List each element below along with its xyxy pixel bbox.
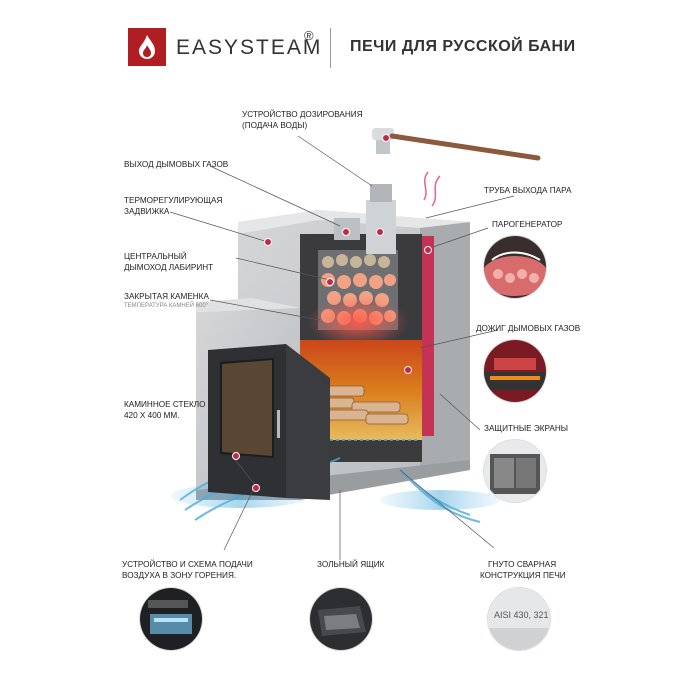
thumb-ash-box — [310, 588, 372, 650]
label-smoke-exit: ВЫХОД ДЫМОВЫХ ГАЗОВ — [124, 160, 229, 169]
label-fireplace-glass-size: 420 Х 400 ММ. — [124, 411, 180, 420]
marker-dots — [232, 134, 432, 492]
flame-logo-icon — [139, 35, 155, 59]
label-thermo-damper-sub: ЗАДВИЖКА — [124, 207, 170, 216]
label-air-supply: УСТРОЙСТВО И СХЕМА ПОДАЧИ — [122, 560, 253, 569]
thumb-protective-screens — [484, 440, 546, 502]
aisi-label: AISI 430, 321 — [494, 610, 549, 620]
dosing-device — [372, 128, 541, 161]
header-divider — [330, 28, 331, 68]
label-afterburning: ДОЖИГ ДЫМОВЫХ ГАЗОВ — [476, 324, 581, 333]
thumb-steam-generator — [484, 236, 546, 298]
brand-logo — [128, 28, 166, 66]
fireplace-door — [208, 344, 330, 500]
label-thermo-damper: ТЕРМОРЕГУЛИРУЮЩАЯ — [124, 196, 223, 205]
label-bent-welded-sub: КОНСТРУКЦИЯ ПЕЧИ — [480, 571, 566, 580]
callout-lines — [169, 135, 515, 560]
label-central-flue-sub: ДЫМОХОД ЛАБИРИНТ — [124, 263, 214, 272]
label-stone-temperature: ТЕМПЕРАТУРА КАМНЕЙ 600° — [124, 303, 209, 309]
thumb-bent-welded: AISI 430, 321 — [488, 588, 550, 650]
label-bent-welded: ГНУТО СВАРНАЯ — [488, 560, 557, 569]
label-central-flue: ЦЕНТРАЛЬНЫЙ — [124, 252, 187, 261]
registered-mark: ® — [304, 28, 314, 43]
label-fireplace-glass: КАМИННОЕ СТЕКЛО — [124, 400, 206, 409]
brand-name: EASYSTEAM — [176, 36, 323, 59]
steam — [423, 171, 441, 207]
thumb-afterburning — [484, 340, 546, 402]
label-dosing-device: УСТРОЙСТВО ДОЗИРОВАНИЯ — [242, 110, 363, 119]
label-steam-pipe: ТРУБА ВЫХОДА ПАРА — [484, 186, 572, 195]
label-dosing-device-sub: (ПОДАЧА ВОДЫ) — [242, 121, 308, 130]
label-closed-heater: ЗАКРЫТАЯ КАМЕНКА — [124, 292, 209, 301]
label-ash-box: ЗОЛЬНЫЙ ЯЩИК — [317, 560, 385, 569]
label-air-supply-sub: ВОЗДУХА В ЗОНУ ГОРЕНИЯ. — [122, 571, 237, 580]
thumb-air-supply — [140, 588, 202, 650]
label-steam-generator: ПАРОГЕНЕРАТОР — [492, 220, 563, 229]
page-title: ПЕЧИ ДЛЯ РУССКОЙ БАНИ — [350, 38, 576, 55]
label-protective-screens: ЗАЩИТНЫЕ ЭКРАНЫ — [484, 424, 569, 433]
